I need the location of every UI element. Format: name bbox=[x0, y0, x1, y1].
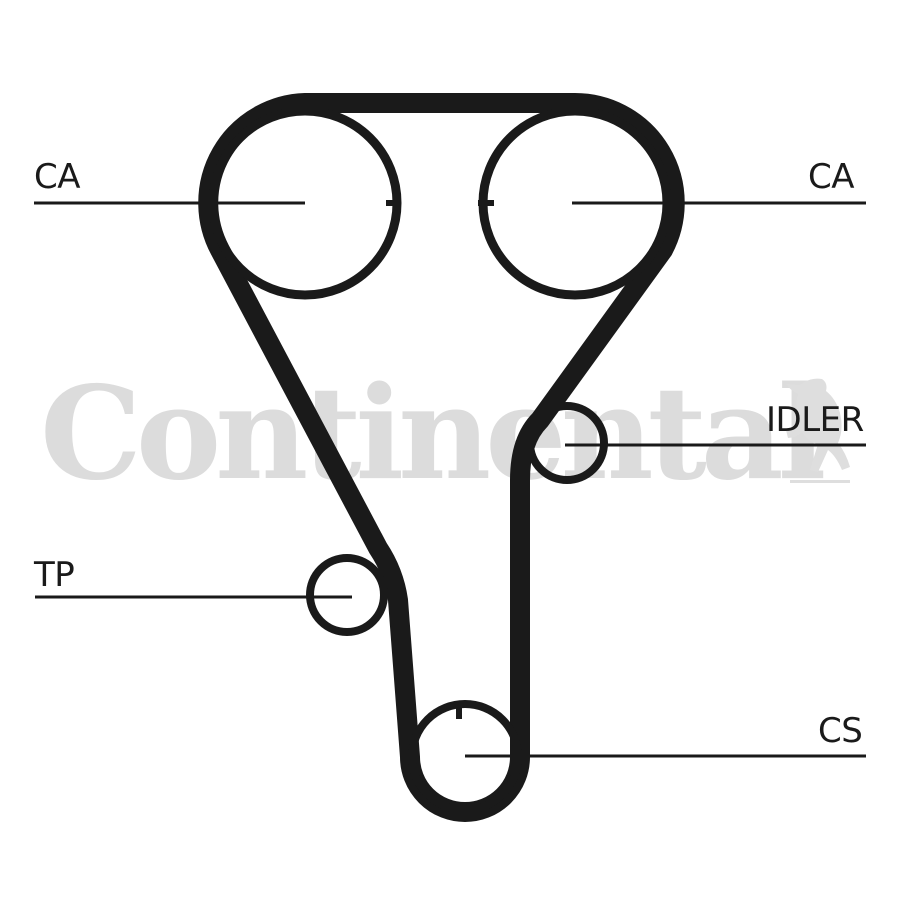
label-ca-right: CA bbox=[808, 157, 855, 197]
label-ca-left: CA bbox=[34, 157, 81, 197]
label-cs: CS bbox=[818, 711, 863, 751]
idler-pulley bbox=[526, 402, 608, 484]
label-tp: TP bbox=[34, 555, 75, 595]
horse-emblem-icon bbox=[786, 378, 850, 483]
continental-watermark: Continental bbox=[40, 370, 826, 498]
tensioner-pulley bbox=[306, 554, 388, 636]
label-idler: IDLER bbox=[766, 400, 864, 440]
watermark-text: Continental bbox=[40, 359, 826, 509]
